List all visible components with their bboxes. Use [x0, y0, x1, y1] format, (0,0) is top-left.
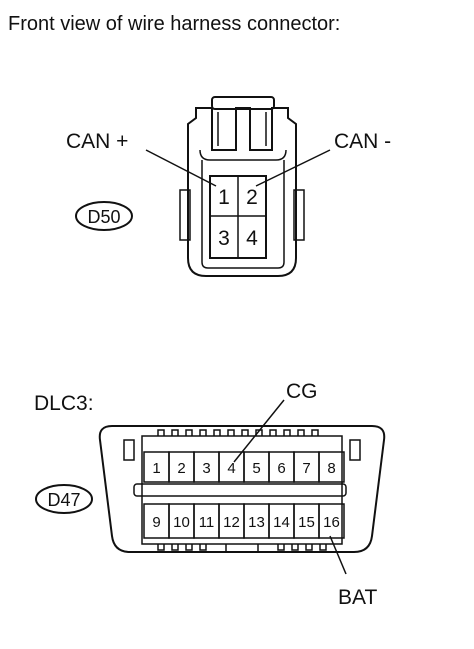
pin-label: 4	[246, 227, 258, 250]
pin-label: 12	[223, 514, 240, 531]
pin-label: 1	[218, 186, 230, 209]
bottom-pin-row: 9 10 11 12 13 14 15 16	[143, 503, 345, 539]
pin-label: 16	[323, 514, 340, 531]
pin-label: 5	[252, 460, 260, 477]
pin-label: 4	[227, 460, 235, 477]
pin-label: 10	[173, 514, 190, 531]
pin-cell	[318, 451, 345, 483]
pin-label: 6	[277, 460, 285, 477]
leader-line-bat	[329, 535, 347, 575]
dlc3-bottom-teeth	[157, 544, 327, 553]
connector-d50: 1 2 3 4 CAN + CAN - D50	[66, 96, 391, 277]
pin-label: 11	[199, 514, 215, 531]
pin-label: 3	[218, 227, 230, 250]
pin-label: 1	[152, 460, 160, 477]
pin-label: 8	[327, 460, 335, 477]
connector-code: D47	[47, 490, 80, 510]
dlc3-side-slot-right	[349, 439, 361, 461]
pin-label: 15	[298, 514, 315, 531]
label-can-minus: CAN -	[334, 130, 391, 153]
pin-label: 2	[177, 460, 185, 477]
pin-label: 9	[152, 514, 160, 531]
connector-code: D50	[87, 207, 120, 227]
page-title: Front view of wire harness connector:	[8, 13, 340, 35]
side-tab-left	[179, 189, 191, 241]
dlc3-divider	[133, 483, 347, 497]
leader-line-can-minus	[255, 149, 331, 187]
connector-housing	[187, 107, 297, 277]
connector-code-oval	[35, 484, 93, 514]
leader-line-cg	[233, 399, 285, 463]
pin-label: 14	[273, 514, 290, 531]
latch-slot	[217, 112, 267, 146]
pin-label: 13	[248, 514, 265, 531]
pin-label: 2	[246, 186, 258, 209]
connector-caption: DLC3:	[34, 392, 94, 415]
pin-label: 3	[202, 460, 210, 477]
pin-label: 7	[302, 460, 310, 477]
connector-code-oval	[75, 201, 133, 231]
label-bat: BAT	[338, 586, 377, 609]
dlc3-top-teeth	[157, 429, 319, 436]
side-tab-right	[293, 189, 305, 241]
leader-line-can-plus	[145, 149, 217, 187]
label-cg: CG	[286, 380, 318, 403]
dlc3-housing	[98, 425, 386, 553]
label-can-plus: CAN +	[66, 130, 128, 153]
dlc3-side-slot-left	[123, 439, 135, 461]
connector-inner-body	[199, 149, 287, 269]
